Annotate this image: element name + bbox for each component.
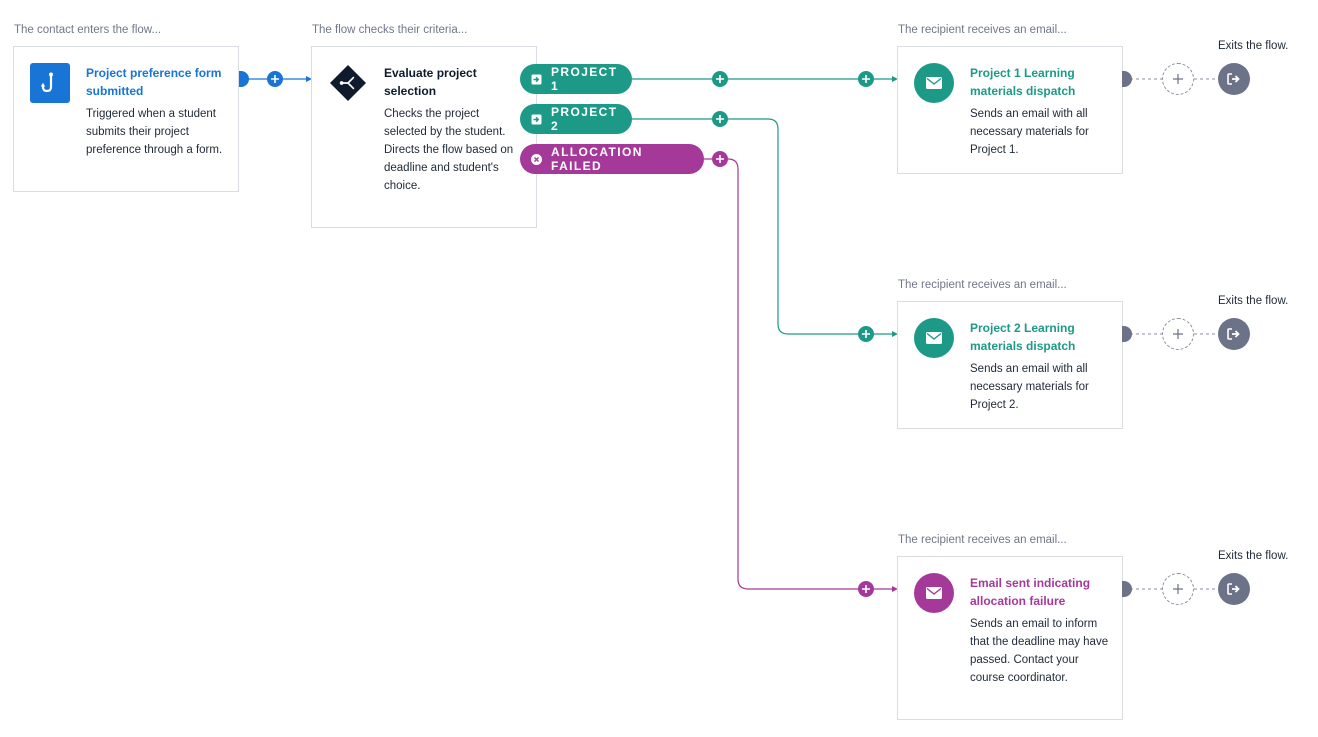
exit-icon[interactable] (1218, 573, 1250, 605)
branch-label: ALLOCATION FAILED (551, 145, 643, 173)
email-2-description: Sends an email with all necessary materi… (970, 363, 1089, 411)
exit-caption: Exits the flow. (1218, 550, 1289, 562)
connector-project-2 (632, 118, 894, 335)
email-1-output-port[interactable] (1122, 71, 1132, 87)
condition-description: Checks the project selected by the stude… (384, 108, 514, 192)
branch-icon (328, 63, 368, 103)
email-2-title: Project 2 Learning materials dispatch (970, 321, 1076, 353)
email-2-caption: The recipient receives an email... (898, 279, 1067, 291)
add-step-button[interactable] (858, 581, 874, 597)
x-circle-icon (531, 153, 542, 165)
branch-label: PROJECT 2 (551, 105, 618, 133)
exit-icon[interactable] (1218, 63, 1250, 95)
add-step-button[interactable] (1162, 318, 1194, 350)
arrow-in-icon (531, 114, 542, 125)
branch-allocation-failed[interactable]: ALLOCATION FAILED (520, 144, 704, 174)
trigger-title: Project preference form submitted (86, 66, 222, 98)
condition-caption: The flow checks their criteria... (312, 24, 468, 36)
email-card-project-2[interactable]: Project 2 Learning materials dispatch Se… (897, 301, 1123, 429)
envelope-icon (914, 63, 954, 103)
trigger-caption: The contact enters the flow... (14, 24, 162, 36)
exit-caption: Exits the flow. (1218, 295, 1289, 307)
email-1-title: Project 1 Learning materials dispatch (970, 66, 1076, 98)
email-1-description: Sends an email with all necessary materi… (970, 108, 1089, 156)
add-step-button[interactable] (858, 71, 874, 87)
email-2-output-port[interactable] (1122, 326, 1132, 342)
add-step-button[interactable] (712, 71, 728, 87)
add-step-button[interactable] (267, 71, 283, 87)
connector-allocation-failed (704, 158, 894, 590)
trigger-output-port[interactable] (239, 71, 249, 87)
branch-label: PROJECT 1 (551, 65, 618, 93)
email-card-project-1[interactable]: Project 1 Learning materials dispatch Se… (897, 46, 1123, 174)
trigger-description: Triggered when a student submits their p… (86, 108, 223, 156)
add-step-button[interactable] (712, 151, 728, 167)
email-3-description: Sends an email to inform that the deadli… (970, 618, 1109, 684)
add-step-button[interactable] (1162, 63, 1194, 95)
condition-title: Evaluate project selection (384, 66, 477, 98)
hook-icon (30, 63, 70, 103)
add-step-button[interactable] (858, 326, 874, 342)
add-step-button[interactable] (712, 111, 728, 127)
branch-project-1[interactable]: PROJECT 1 (520, 64, 632, 94)
exit-caption: Exits the flow. (1218, 40, 1289, 52)
email-3-caption: The recipient receives an email... (898, 534, 1067, 546)
email-3-output-port[interactable] (1122, 581, 1132, 597)
envelope-icon (914, 318, 954, 358)
arrow-in-icon (531, 74, 542, 85)
branch-project-2[interactable]: PROJECT 2 (520, 104, 632, 134)
exit-icon[interactable] (1218, 318, 1250, 350)
email-card-allocation-failure[interactable]: Email sent indicating allocation failure… (897, 556, 1123, 720)
add-step-button[interactable] (1162, 573, 1194, 605)
condition-card[interactable]: Evaluate project selection Checks the pr… (311, 46, 537, 228)
trigger-card[interactable]: Project preference form submitted Trigge… (13, 46, 239, 192)
email-3-title: Email sent indicating allocation failure (970, 576, 1091, 608)
email-1-caption: The recipient receives an email... (898, 24, 1067, 36)
envelope-icon (914, 573, 954, 613)
